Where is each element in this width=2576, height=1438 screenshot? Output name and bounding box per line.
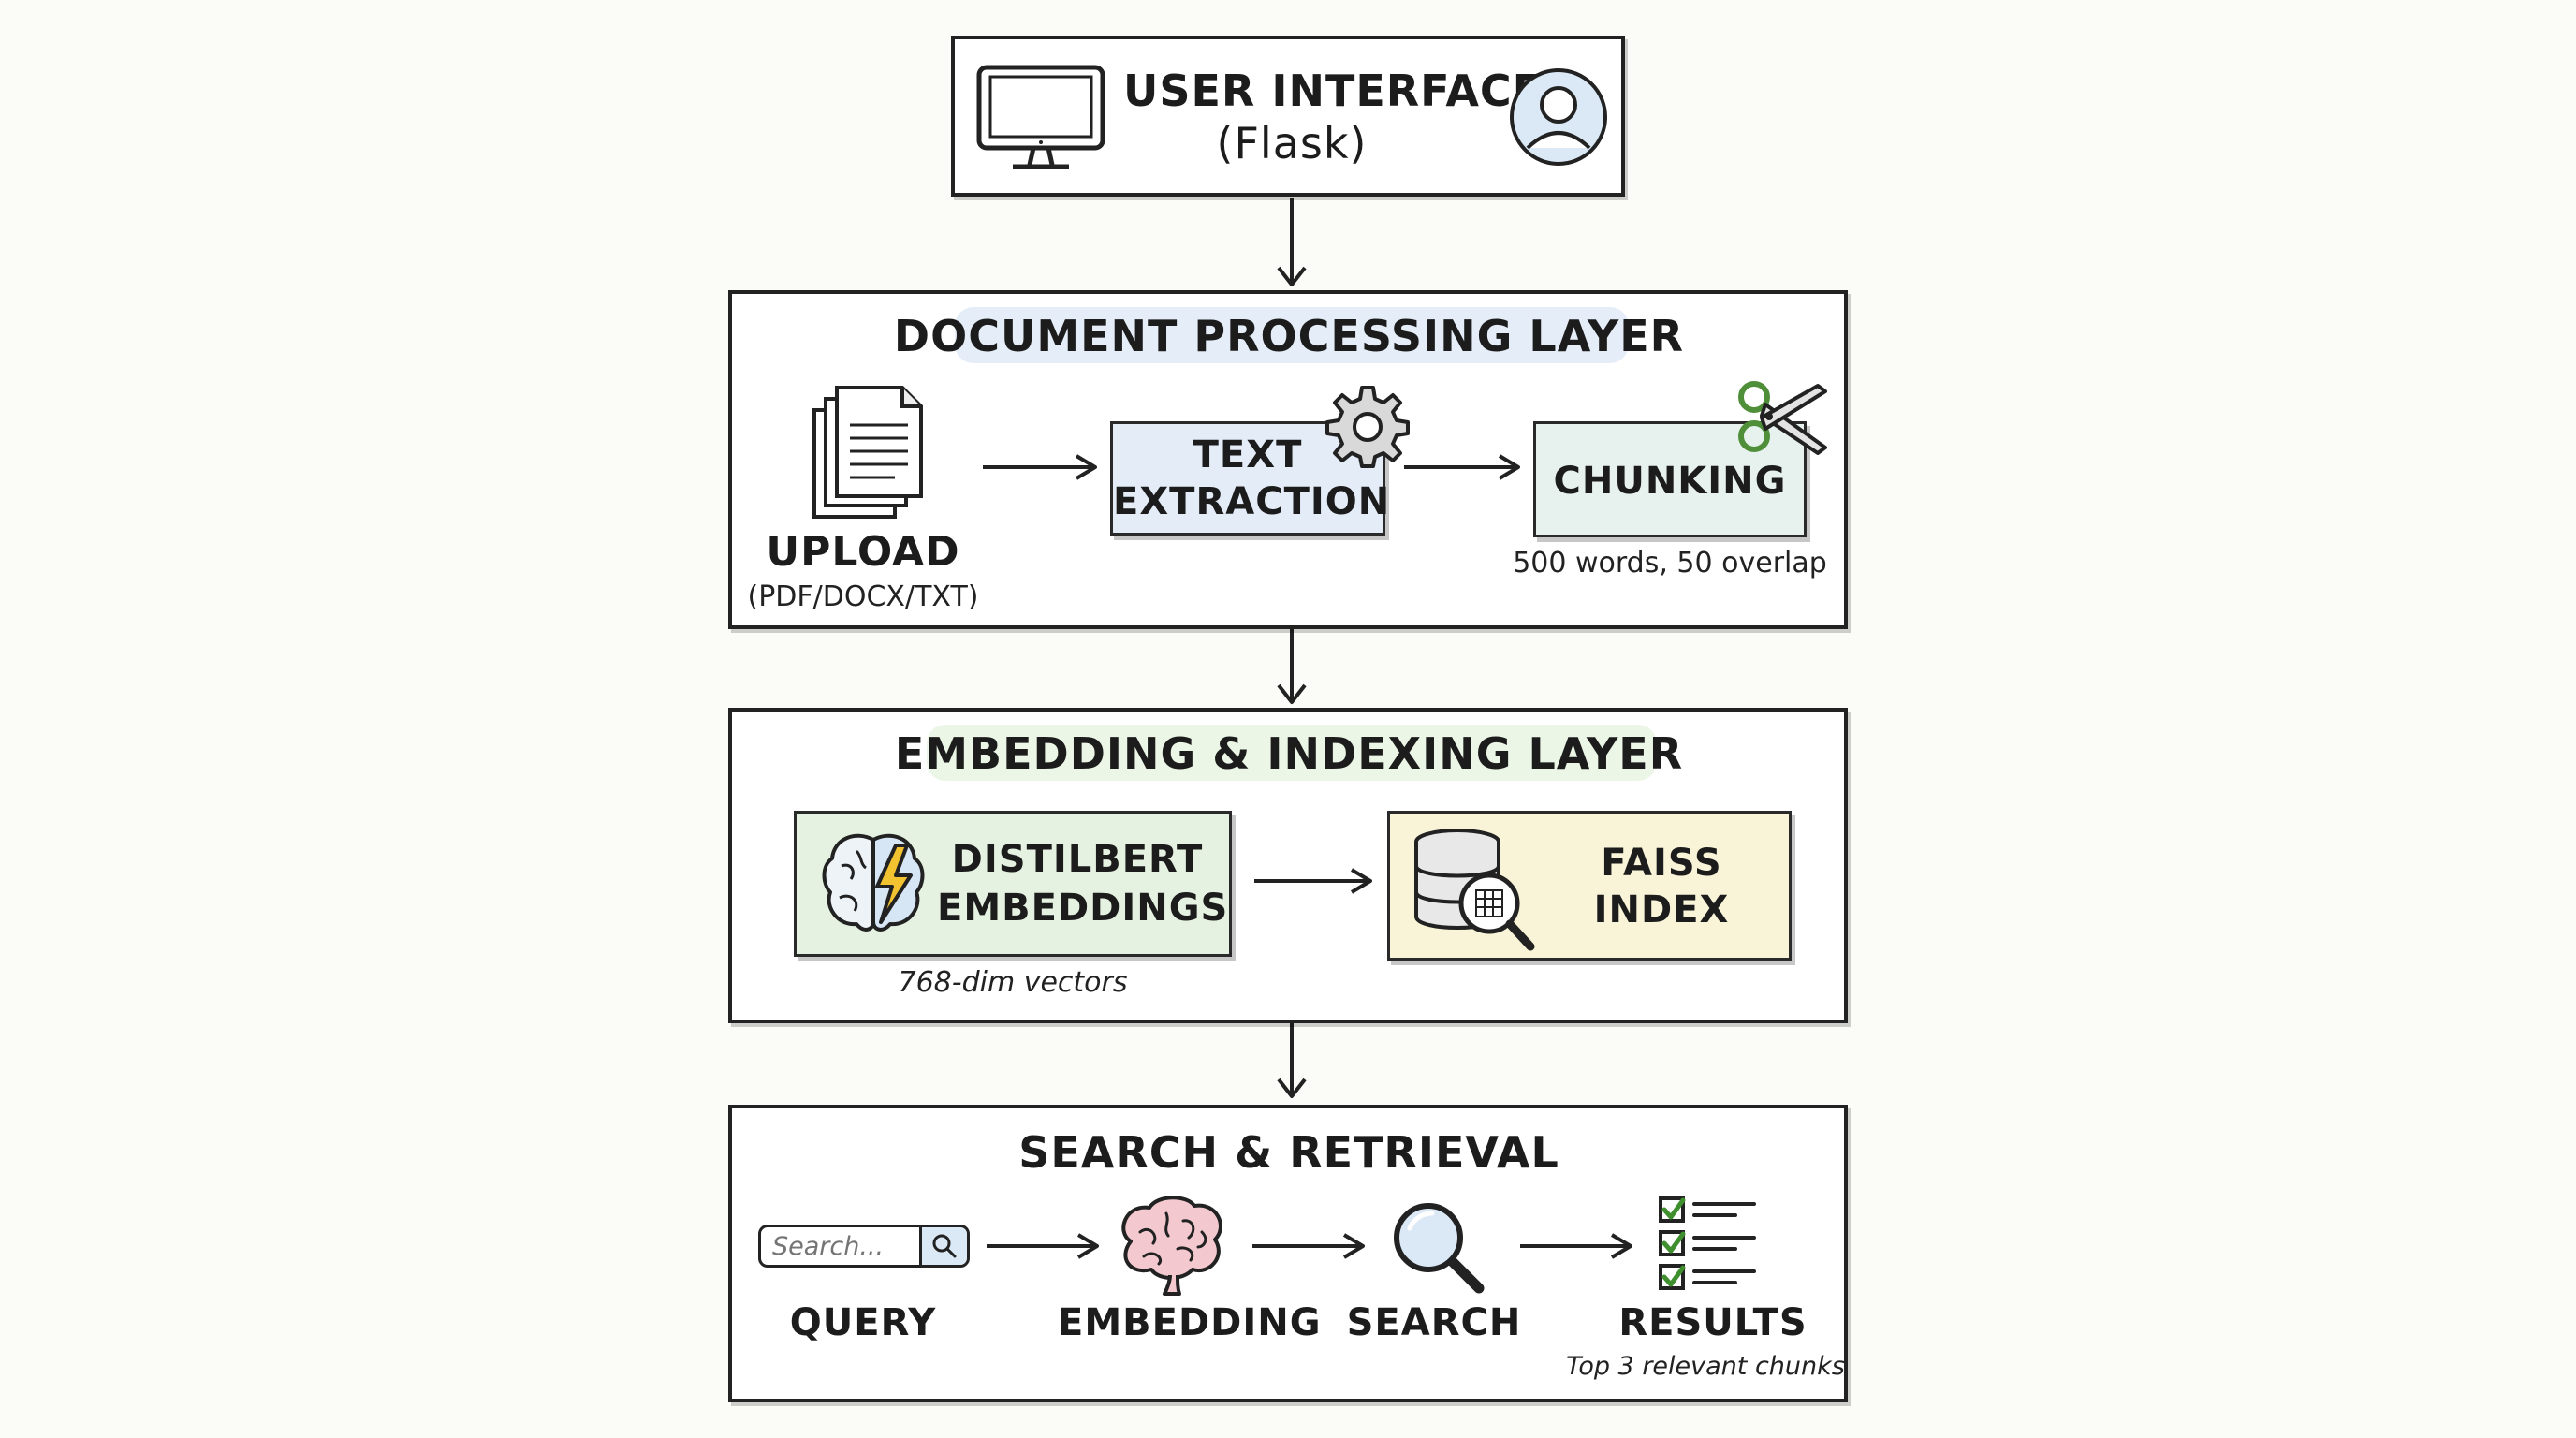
upload-sublabel: (PDF/DOCX/TXT)	[747, 580, 979, 613]
step-embedding-label: EMBEDDING	[1058, 1301, 1322, 1344]
distilbert-box: DISTILBERT EMBEDDINGS	[794, 811, 1232, 957]
database-search-icon	[1414, 829, 1535, 951]
embed-title-highlight	[927, 725, 1657, 781]
arrow-extraction-to-chunking	[1404, 454, 1520, 480]
text-extraction-box: TEXT EXTRACTION	[1110, 421, 1391, 536]
ui-title: USER INTERFACE	[1123, 66, 1544, 116]
faiss-line1: FAISS	[1601, 842, 1722, 885]
distilbert-line1: DISTILBERT	[951, 838, 1204, 881]
scissors-icon	[1738, 381, 1827, 455]
results-sublabel: Top 3 relevant chunks	[1566, 1352, 1845, 1381]
extraction-line2: EXTRACTION	[1113, 480, 1391, 523]
arrow-upload-to-extraction	[983, 454, 1097, 480]
step-search-label: SEARCH	[1346, 1301, 1522, 1344]
search-magnifier-icon	[1394, 1203, 1485, 1294]
arrow-embed-to-search	[1277, 1023, 1307, 1098]
search-button[interactable]	[919, 1227, 967, 1265]
arrow-ui-to-doc	[1277, 198, 1307, 286]
doc-layer-title: DOCUMENT PROCESSING LAYER	[893, 311, 1685, 361]
brain-lightning-icon	[822, 833, 925, 932]
distilbert-line2: EMBEDDINGS	[937, 887, 1229, 930]
arrow-doc-to-embed	[1277, 629, 1307, 704]
embedding-indexing-layer: EMBEDDING & INDEXING LAYER DISTILBERT EM…	[728, 708, 1848, 1023]
brain-icon	[1121, 1196, 1222, 1296]
chunking-label: CHUNKING	[1553, 460, 1787, 503]
search-bar[interactable]	[758, 1225, 970, 1268]
document-processing-layer: DOCUMENT PROCESSING LAYER UPLOAD (PDF/DO…	[728, 290, 1848, 629]
search-layer-title: SEARCH & RETRIEVAL	[1018, 1127, 1559, 1178]
faiss-line2: INDEX	[1593, 888, 1730, 932]
documents-icon	[812, 386, 923, 519]
step-query-label: QUERY	[789, 1301, 937, 1344]
checklist-icon	[1659, 1196, 1756, 1290]
chunking-sublabel: 500 words, 50 overlap	[1513, 547, 1827, 580]
gear-icon	[1325, 386, 1410, 468]
ui-subtitle: (Flask)	[1216, 118, 1368, 169]
doc-title-highlight	[955, 307, 1629, 363]
search-input[interactable]	[761, 1227, 929, 1265]
upload-label: UPLOAD	[766, 528, 960, 576]
distilbert-sublabel: 768-dim vectors	[898, 966, 1128, 999]
user-avatar-icon	[1510, 68, 1607, 166]
arrow-embedding-to-search	[1252, 1233, 1365, 1259]
arrow-search-to-results	[1520, 1233, 1632, 1259]
step-results-label: RESULTS	[1618, 1301, 1808, 1344]
chunking-box: CHUNKING	[1533, 421, 1807, 537]
faiss-box: FAISS INDEX	[1387, 811, 1792, 961]
magnifier-icon	[932, 1234, 957, 1258]
arrow-distilbert-to-faiss	[1254, 868, 1372, 894]
search-retrieval-layer: SEARCH & RETRIEVAL QUERY EMBEDDING SEARC…	[728, 1105, 1848, 1402]
user-interface-box: USER INTERFACE (Flask)	[951, 36, 1625, 197]
monitor-icon	[976, 65, 1105, 169]
extraction-line1: TEXT	[1193, 433, 1303, 477]
embed-layer-title: EMBEDDING & INDEXING LAYER	[894, 728, 1684, 779]
arrow-query-to-embedding	[987, 1233, 1099, 1259]
